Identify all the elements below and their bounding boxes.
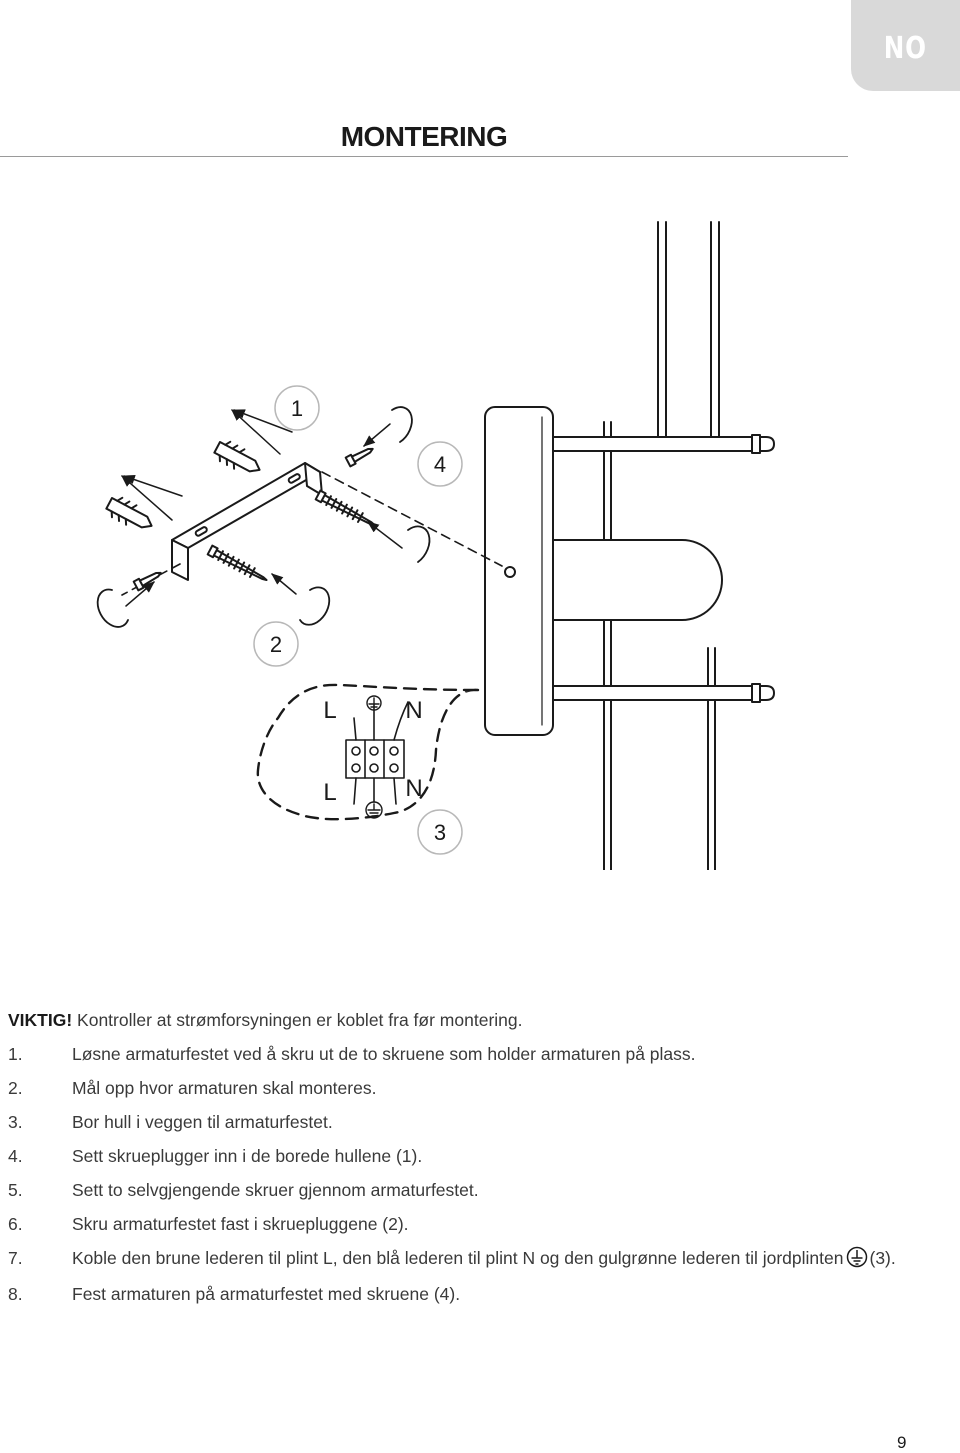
step-number: 2. — [8, 1078, 23, 1098]
step-number: 8. — [8, 1284, 23, 1304]
rotation-marks — [96, 406, 431, 628]
step-number: 3. — [8, 1112, 23, 1132]
callout-3: 3 — [434, 820, 446, 845]
bulb-shape — [551, 539, 723, 621]
step-number: 1. — [8, 1044, 23, 1064]
step-text: Koble den brune lederen til plint L, den… — [72, 1241, 908, 1277]
list-item: 6. Skru armaturfestet fast i skruepluggen… — [8, 1207, 908, 1241]
step-number: 7. — [8, 1248, 23, 1268]
step-text: Skru armaturfestet fast i skruepluggene … — [72, 1214, 409, 1234]
screws — [132, 447, 376, 592]
callout-4: 4 — [434, 452, 446, 477]
ground-icon — [846, 1246, 867, 1268]
warning-text: Kontroller at strømforsyningen er koblet… — [72, 1010, 523, 1030]
step-number: 4. — [8, 1146, 23, 1166]
direction-arrows — [121, 409, 403, 607]
page-title: MONTERING — [340, 121, 508, 152]
step-text-after: (3). — [869, 1248, 896, 1268]
callout-circles — [253, 385, 463, 855]
language-code: NO — [883, 31, 928, 66]
step-text: Sett to selvgjengende skruer gjennom arm… — [72, 1180, 479, 1200]
step-text: Sett skrueplugger inn i de borede hullen… — [72, 1146, 423, 1166]
list-item: 8. Fest armaturen på armaturfestet med sk… — [8, 1277, 908, 1311]
step-text: Bor hull i veggen til armaturfestet. — [72, 1112, 333, 1132]
page-number: 9 — [897, 1433, 907, 1452]
lamp-rods — [551, 434, 775, 703]
list-item: 4. Sett skrueplugger inn i de borede hull… — [8, 1139, 908, 1173]
step-text: Fest armaturen på armaturfestet med skru… — [72, 1284, 461, 1304]
wiring-detail-bubble — [256, 683, 480, 821]
mounting-diagram: 1 2 3 4 L N L N — [96, 221, 775, 870]
callout-1: 1 — [291, 396, 303, 421]
step-text: Mål opp hvor armaturen skal monteres. — [72, 1078, 377, 1098]
list-item: 2. Mål opp hvor armaturen skal monteres. — [8, 1071, 908, 1105]
list-item: 7. Koble den brune lederen til plint L, d… — [8, 1241, 908, 1277]
instructions: VIKTIG! Kontroller at strømforsyningen e… — [8, 1003, 908, 1311]
language-tab: NO — [851, 0, 960, 91]
step-number: 6. — [8, 1214, 23, 1234]
terminal-label-l-bottom: L — [323, 779, 336, 806]
canopy-plate — [484, 406, 554, 736]
wall-plugs — [105, 440, 261, 529]
steps-list: 1. Løsne armaturfestet ved å skru ut de t… — [8, 1037, 908, 1311]
terminal-label-l-top: L — [323, 697, 336, 724]
step-text: Løsne armaturfestet ved å skru ut de to … — [72, 1044, 696, 1064]
callout-2: 2 — [270, 632, 282, 657]
wall-bracket — [171, 462, 323, 581]
step-text-before: Koble den brune lederen til plint L, den… — [72, 1248, 844, 1268]
terminal-block — [345, 739, 405, 779]
terminal-label-n-bottom: N — [405, 775, 422, 802]
step-number: 5. — [8, 1180, 23, 1200]
list-item: 5. Sett to selvgjengende skruer gjennom a… — [8, 1173, 908, 1207]
warning-line: VIKTIG! Kontroller at strømforsyningen e… — [8, 1003, 908, 1037]
earth-symbols — [365, 695, 383, 819]
warning-label: VIKTIG! — [8, 1010, 73, 1030]
terminal-label-n-top: N — [405, 697, 422, 724]
list-item: 1. Løsne armaturfestet ved å skru ut de t… — [8, 1037, 908, 1071]
list-item: 3. Bor hull i veggen til armaturfestet. — [8, 1105, 908, 1139]
title-divider — [0, 156, 848, 157]
wires — [353, 701, 409, 805]
